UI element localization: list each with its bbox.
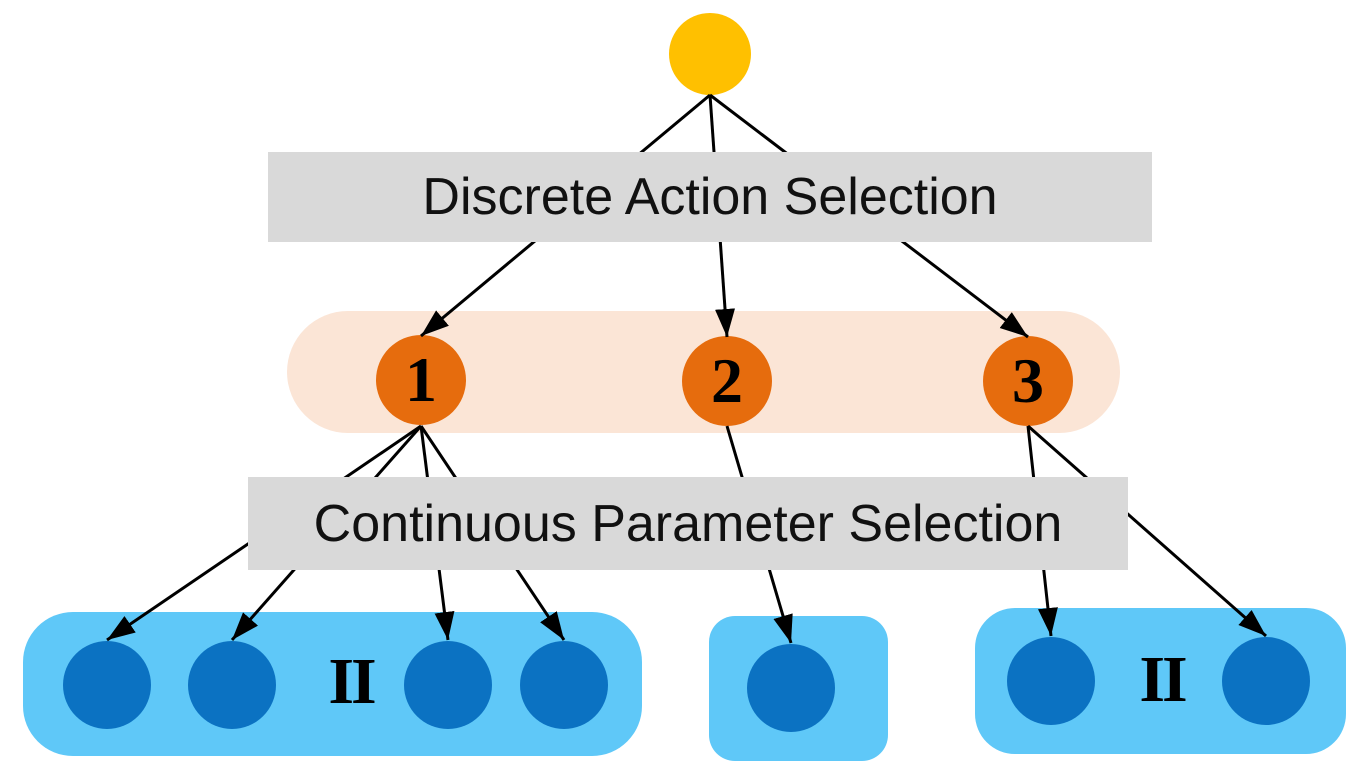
parameter-node: [747, 644, 835, 732]
continuous-parameter-selection-banner: Continuous Parameter Selection: [248, 477, 1128, 570]
parameter-node: [1007, 637, 1095, 725]
action-node-2-label: 2: [711, 345, 743, 416]
action-node-3-label: 3: [1012, 345, 1044, 416]
action-node-3: 3: [983, 336, 1073, 426]
discrete-action-selection-banner: Discrete Action Selection: [268, 152, 1152, 242]
parameter-node: [520, 641, 608, 729]
discrete-action-selection-label: Discrete Action Selection: [422, 168, 998, 226]
arrow-line: [1027, 424, 1267, 638]
action-node-1-label: 1: [405, 344, 437, 415]
root-node: [669, 13, 751, 95]
roman-two-label: II: [1139, 643, 1187, 716]
roman-two-label: II: [328, 645, 376, 718]
action-node-1: 1: [376, 335, 466, 425]
continuous-parameter-selection-label: Continuous Parameter Selection: [313, 494, 1063, 553]
parameter-node: [1222, 637, 1310, 725]
parameter-node: [63, 641, 151, 729]
parameter-node: [404, 641, 492, 729]
action-node-2: 2: [682, 336, 772, 426]
parameter-node: [188, 641, 276, 729]
